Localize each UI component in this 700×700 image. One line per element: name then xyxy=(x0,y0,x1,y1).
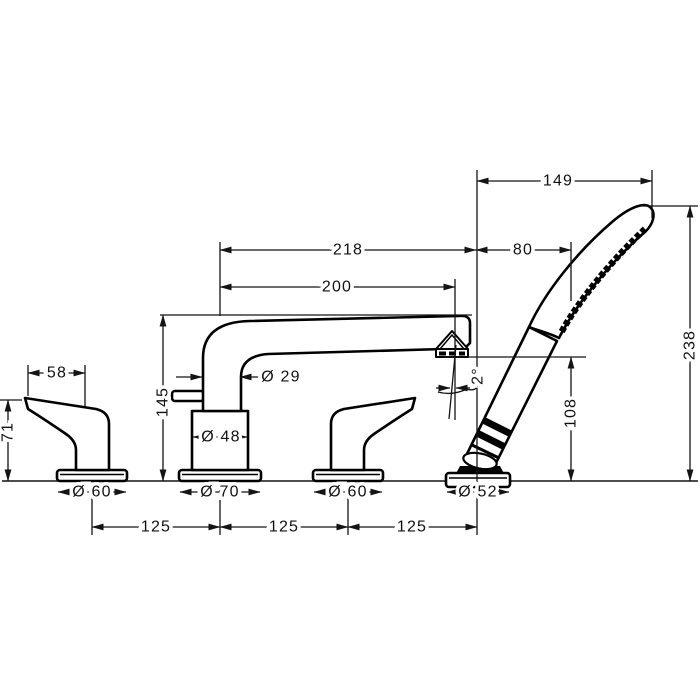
dim-label-71: 71 xyxy=(0,422,17,442)
handshower-assembly xyxy=(444,203,655,489)
dim-label-238: 238 xyxy=(682,330,699,360)
dim-label-218: 218 xyxy=(333,242,363,259)
dim-label-2deg: 2° xyxy=(470,367,487,385)
shower-head xyxy=(527,203,655,340)
dim-label-125-3: 125 xyxy=(397,519,427,536)
swivel-joint xyxy=(462,451,498,471)
dim-label-145: 145 xyxy=(155,387,172,417)
dim-label-dia60-left: Ø 60 xyxy=(72,484,112,501)
spout xyxy=(201,314,472,413)
left-handle-escutcheon xyxy=(55,468,129,483)
dim-label-149: 149 xyxy=(543,173,573,190)
dim-label-dia52: Ø 52 xyxy=(458,484,498,501)
handshower-handle xyxy=(464,325,559,469)
dim-label-80: 80 xyxy=(513,242,533,259)
dim-label-dia70: Ø 70 xyxy=(200,484,240,501)
spout-escutcheon xyxy=(177,468,263,483)
spout-assembly xyxy=(170,314,472,483)
dim-label-108: 108 xyxy=(563,398,580,428)
spray-face xyxy=(558,226,648,335)
left-handle-lever xyxy=(23,396,111,472)
dim-label-dia48: Ø 48 xyxy=(201,429,241,446)
right-handle-lever xyxy=(329,396,417,472)
dim-label-dia29: Ø 29 xyxy=(261,369,301,386)
right-handle-escutcheon xyxy=(311,468,385,483)
dim-label-58: 58 xyxy=(47,365,67,382)
dim-label-125-1: 125 xyxy=(141,519,171,536)
left-handle xyxy=(23,396,129,483)
dim-label-200: 200 xyxy=(322,279,352,296)
dim-label-dia60-right: Ø 60 xyxy=(328,484,368,501)
grip-band xyxy=(481,416,513,438)
right-handle xyxy=(311,396,417,483)
valve-body xyxy=(190,409,250,472)
dim-label-125-2: 125 xyxy=(269,519,299,536)
grip-band xyxy=(475,429,507,451)
dimension-layer: 149 218 80 200 58 Ø 29 Ø 48 Ø 70 Ø 60 Ø … xyxy=(0,169,700,539)
spout-pin xyxy=(170,389,206,403)
